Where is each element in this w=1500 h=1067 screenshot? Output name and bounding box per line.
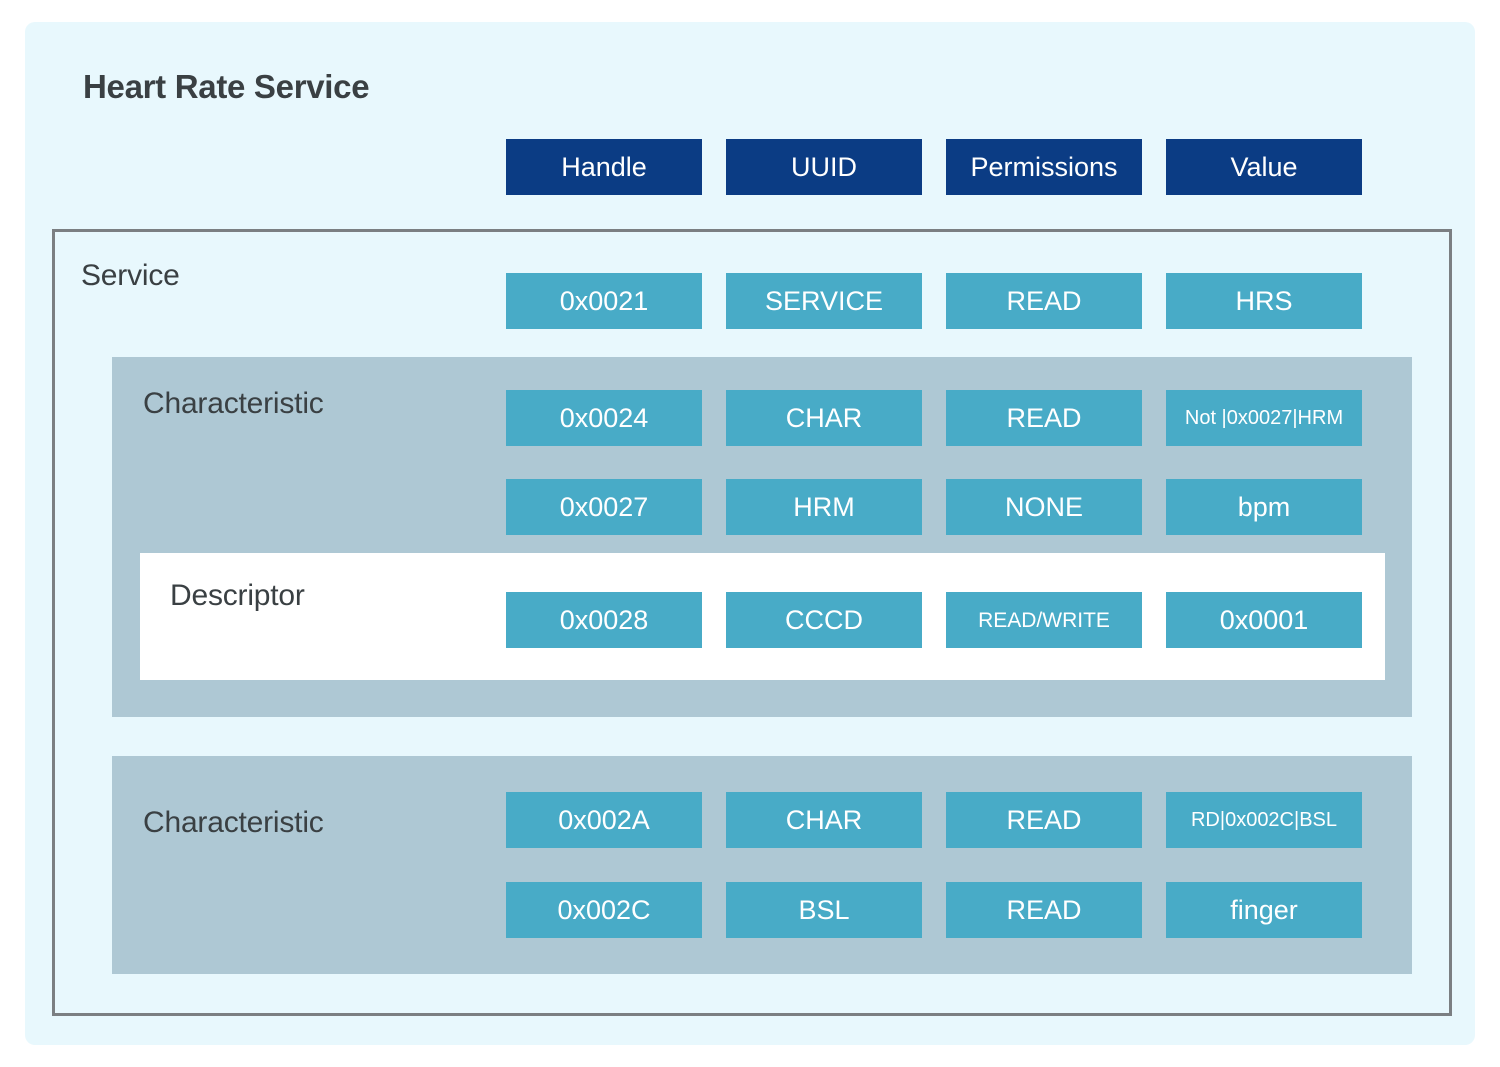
descriptor-value-cell: 0x0001	[1166, 592, 1362, 648]
char2-row2-permissions-cell: READ	[946, 882, 1142, 938]
char2-row1-handle-cell: 0x002A	[506, 792, 702, 848]
characteristic-panel-2	[112, 756, 1412, 974]
char2-row2-value-cell: finger	[1166, 882, 1362, 938]
char2-row1-value-cell: RD|0x002C|BSL	[1166, 792, 1362, 848]
service-label: Service	[81, 259, 180, 292]
column-header-uuid: UUID	[726, 139, 922, 195]
char1-row1-handle-cell: 0x0024	[506, 390, 702, 446]
char1-row2-value-cell: bpm	[1166, 479, 1362, 535]
page-title: Heart Rate Service	[83, 68, 370, 105]
descriptor-label: Descriptor	[170, 579, 305, 612]
char1-row2-uuid-cell: HRM	[726, 479, 922, 535]
char1-row1-value-cell: Not |0x0027|HRM	[1166, 390, 1362, 446]
char1-row2-handle-cell: 0x0027	[506, 479, 702, 535]
service-uuid-cell: SERVICE	[726, 273, 922, 329]
descriptor-permissions-cell: READ/WRITE	[946, 592, 1142, 648]
char2-row1-uuid-cell: CHAR	[726, 792, 922, 848]
characteristic-1-label: Characteristic	[143, 387, 324, 420]
char1-row1-permissions-cell: READ	[946, 390, 1142, 446]
descriptor-uuid-cell: CCCD	[726, 592, 922, 648]
service-permissions-cell: READ	[946, 273, 1142, 329]
service-handle-cell: 0x0021	[506, 273, 702, 329]
char1-row1-uuid-cell: CHAR	[726, 390, 922, 446]
char2-row2-uuid-cell: BSL	[726, 882, 922, 938]
column-header-permissions: Permissions	[946, 139, 1142, 195]
column-header-value: Value	[1166, 139, 1362, 195]
diagram-card: Heart Rate Service Handle UUID Permissio…	[25, 22, 1475, 1045]
service-value-cell: HRS	[1166, 273, 1362, 329]
char2-row1-permissions-cell: READ	[946, 792, 1142, 848]
char2-row2-handle-cell: 0x002C	[506, 882, 702, 938]
column-header-handle: Handle	[506, 139, 702, 195]
service-container	[52, 229, 1452, 1016]
descriptor-handle-cell: 0x0028	[506, 592, 702, 648]
characteristic-2-label: Characteristic	[143, 806, 324, 839]
char1-row2-permissions-cell: NONE	[946, 479, 1142, 535]
